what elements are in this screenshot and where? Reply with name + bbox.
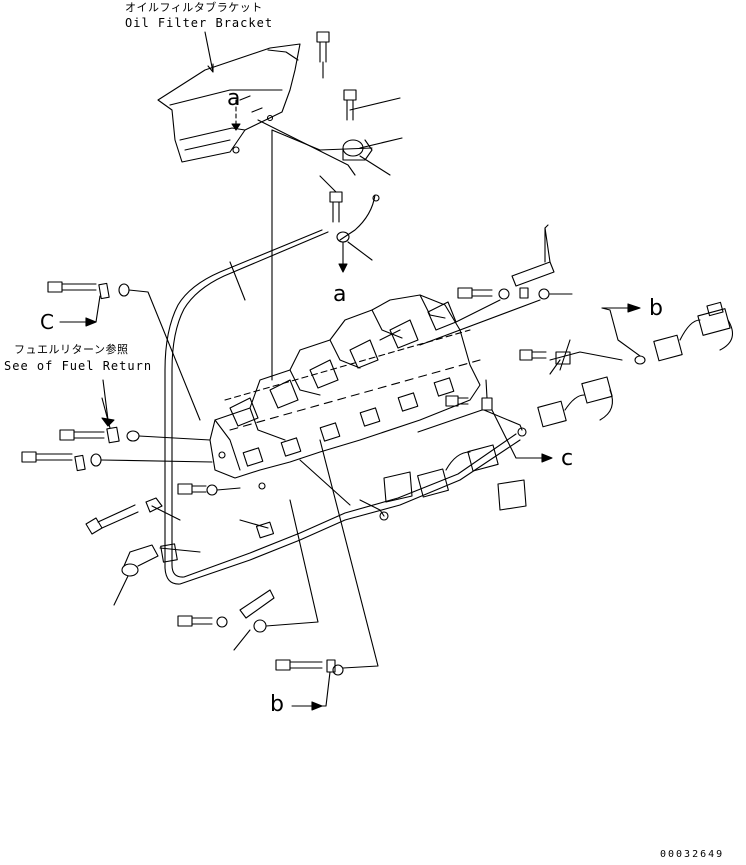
ref-label-c-right: c (561, 446, 574, 471)
ref-arrow-c-fuel (102, 379, 109, 421)
lower-left-bolt (113, 544, 201, 606)
misc-leaders (379, 224, 549, 341)
long-stud-bolt (85, 497, 181, 535)
left-bolt-group-mid (59, 397, 211, 444)
ref-arrow-c-right (523, 453, 553, 463)
ref-arrow-b-right (601, 303, 641, 313)
ref-arrow-c-left (61, 317, 97, 327)
left-bolt-group-4 (177, 483, 241, 496)
lower-bracket-bolts (177, 439, 379, 707)
bracket-switch-leader (271, 129, 373, 151)
oil-pressure-switch (257, 119, 403, 176)
ref-arrow-b-bottom (291, 701, 323, 711)
injector-connector-lower (299, 444, 527, 521)
drawing-number: 00032649 (660, 849, 725, 860)
injector-connector-mid (483, 376, 613, 437)
injector-connector-upper (549, 301, 734, 375)
right-small-bolts (417, 349, 547, 459)
ref-label-b-bottom: b (270, 692, 284, 717)
left-bolt-group-low (21, 451, 213, 472)
intake-manifold (209, 294, 481, 490)
clamp-bolt (319, 175, 343, 223)
right-bolt-row (457, 227, 573, 300)
fuel-return-label-jp: フュエルリターン参照 (14, 343, 129, 356)
ref-label-c-left: C (40, 310, 54, 334)
bracket-bolt-1 (316, 31, 330, 79)
oil-filter-bracket-label-en: Oil Filter Bracket (125, 16, 274, 30)
manifold-leader (419, 299, 541, 346)
bracket-bolt-2 (343, 89, 401, 121)
harness-pipe (160, 433, 521, 585)
oil-filter-bracket-label-jp: オイルフィルタブラケット (125, 1, 263, 14)
oil-filter-bracket (157, 43, 301, 163)
bracket-leader-lines (204, 31, 241, 131)
ref-label-a-bracket: a (227, 86, 241, 111)
ref-label-b-right: b (649, 296, 663, 321)
switch-wire-harness (164, 194, 380, 441)
fuel-return-label-en: See of Fuel Return (4, 359, 153, 373)
ref-label-a-pipe: a (333, 282, 347, 307)
